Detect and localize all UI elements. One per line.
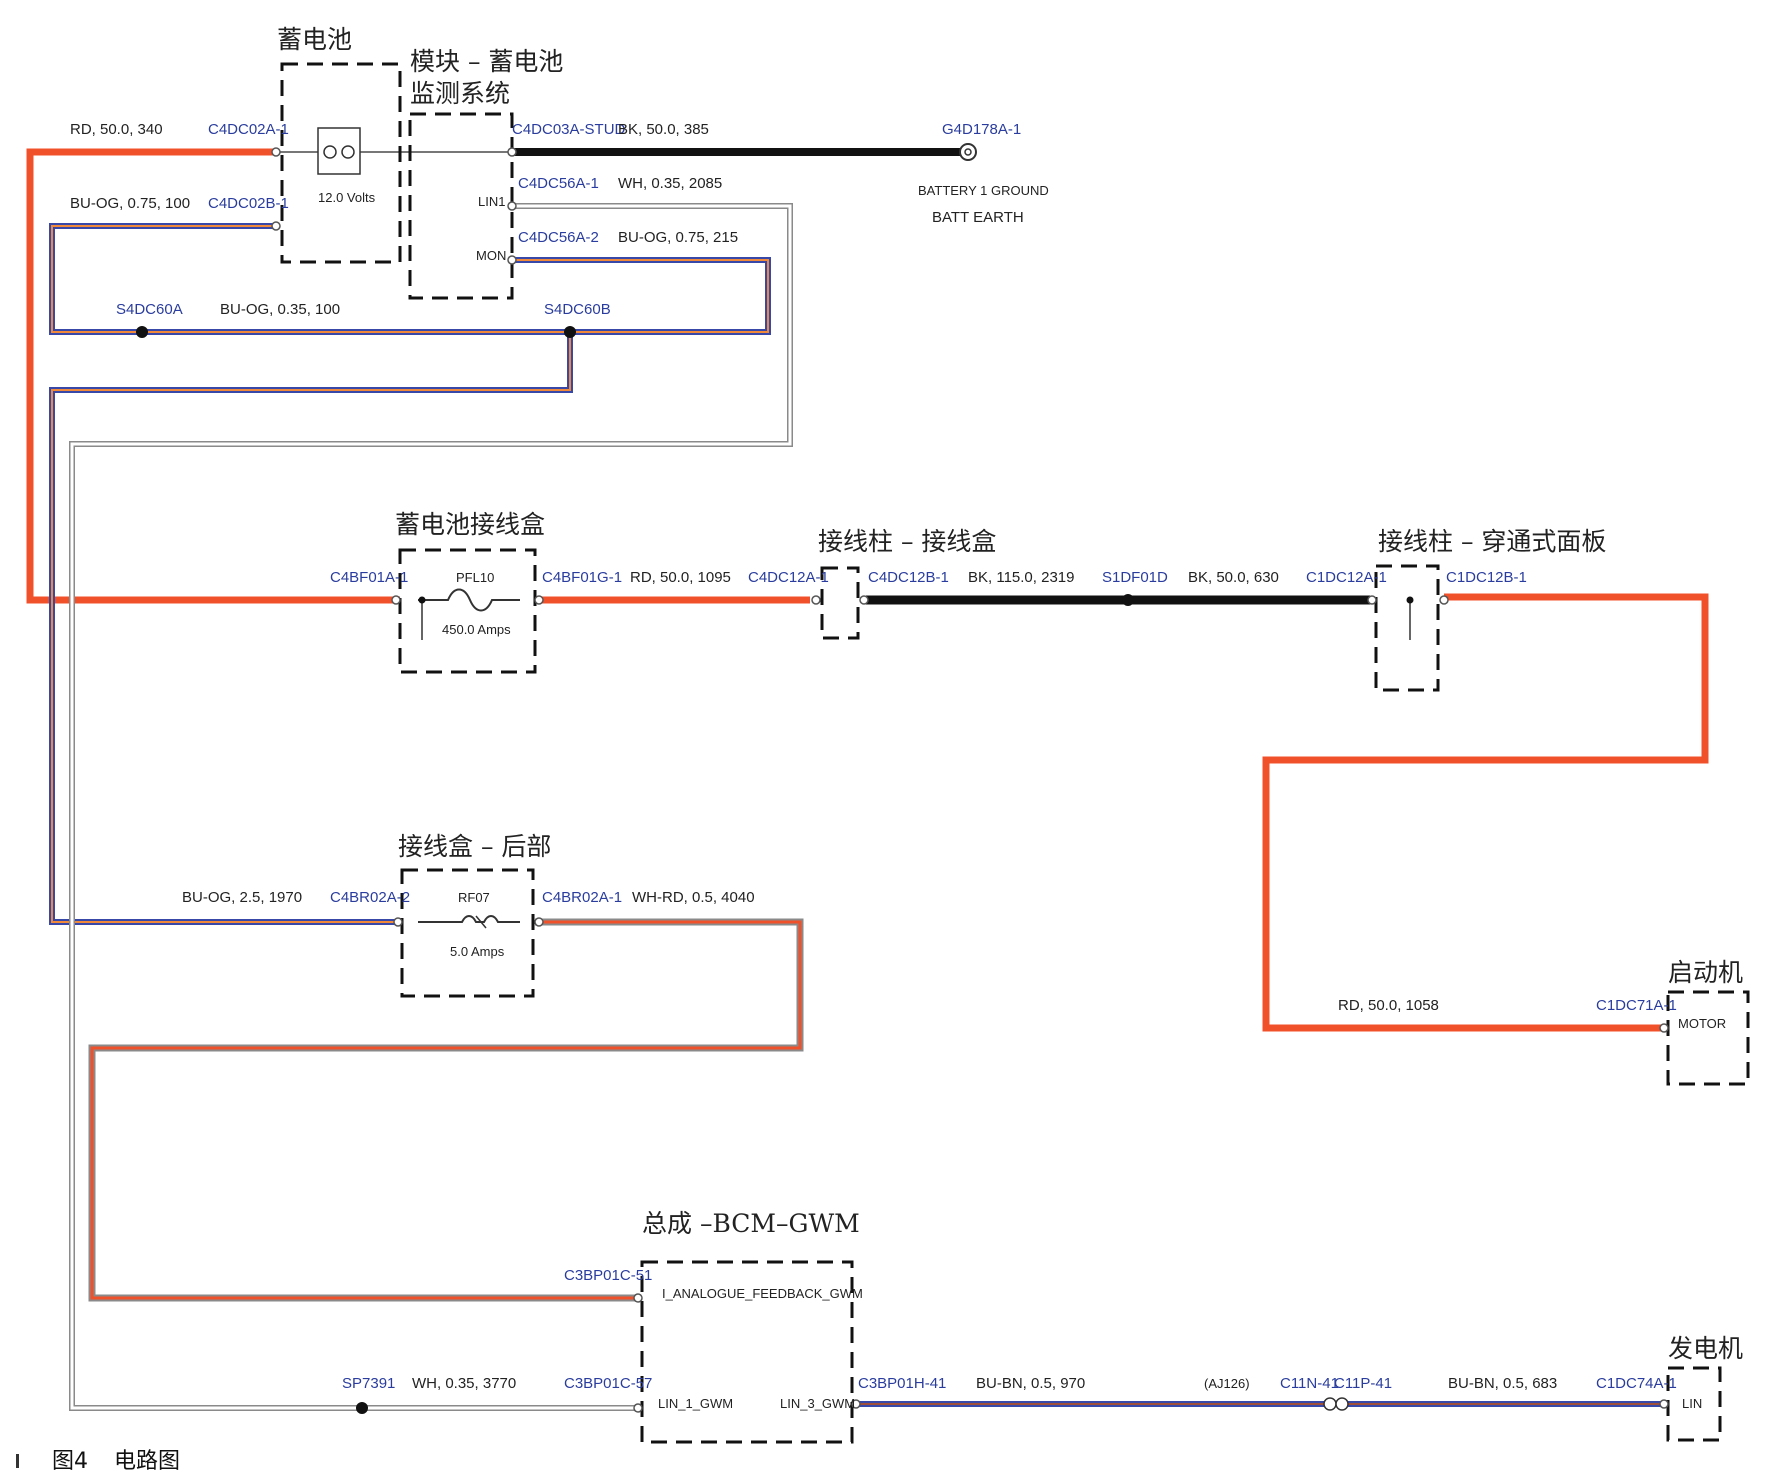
connector-label: S4DC60B xyxy=(544,301,611,318)
battery-junction-box-title: 蓄电池接线盒 xyxy=(395,510,545,539)
connector-label: C1DC74A-1 xyxy=(1596,1375,1677,1392)
wire-label: WH-RD, 0.5, 4040 xyxy=(632,889,755,906)
connector-label: (AJ126) xyxy=(1204,1376,1250,1391)
ground-label-1: BATTERY 1 GROUND xyxy=(918,183,1049,198)
rear-junction-box-title: 接线盒 – 后部 xyxy=(398,832,551,861)
splice-sp7391 xyxy=(356,1402,368,1414)
wire-whrd-4040 xyxy=(88,918,804,1302)
connector-label: C3BP01C-51 xyxy=(564,1267,652,1284)
ground-symbol-icon xyxy=(959,143,977,161)
starter-title: 启动机 xyxy=(1668,958,1743,987)
pin-lin1: LIN1 xyxy=(478,194,505,209)
junction-post-panel xyxy=(1374,564,1440,692)
fuse-pfl10-rating: 450.0 Amps xyxy=(442,622,511,637)
connector-label: C11P-41 xyxy=(1334,1375,1392,1392)
wire-label: WH, 0.35, 2085 xyxy=(618,175,722,192)
battery-voltage: 12.0 Volts xyxy=(318,190,376,205)
connector-label: C4DC12B-1 xyxy=(868,569,949,586)
wire-rd-340 xyxy=(26,148,400,604)
splice-s4dc60b xyxy=(564,326,576,338)
bcm-gwm-component xyxy=(640,1260,854,1444)
fuse-rf07-rating: 5.0 Amps xyxy=(450,944,505,959)
figure-number: 图4 xyxy=(52,1449,88,1474)
wire-label: BU-OG, 2.5, 1970 xyxy=(182,889,302,906)
connector-label: C4BR02A-2 xyxy=(330,889,410,906)
pin-analogue-feedback: I_ANALOGUE_FEEDBACK_GWM xyxy=(662,1286,863,1301)
wire-label: BK, 50.0, 385 xyxy=(618,121,709,138)
splice-s1df01d xyxy=(1122,594,1134,606)
connector-label: C4DC12A-1 xyxy=(748,569,829,586)
connector-label: G4D178A-1 xyxy=(942,121,1021,138)
wire-label: BK, 115.0, 2319 xyxy=(968,569,1074,586)
connector-label: C4DC56A-1 xyxy=(518,175,599,192)
wire-buog-1970 xyxy=(49,332,573,925)
generator-title: 发电机 xyxy=(1668,1334,1743,1363)
connector-label: C4BR02A-1 xyxy=(542,889,622,906)
junction-post-box-title: 接线柱 – 接线盒 xyxy=(818,527,996,556)
bms-title-line1: 模块 – 蓄电池 xyxy=(410,47,563,76)
pin-lin3-gwm: LIN_3_GWM xyxy=(780,1396,855,1411)
wire-label: BU-OG, 0.35, 100 xyxy=(220,301,340,318)
connector-label: C4DC03A-STUD xyxy=(512,121,626,138)
bcm-gwm-title: 总成 –BCM–GWM xyxy=(642,1209,860,1238)
wire-label: RD, 50.0, 1058 xyxy=(1338,997,1439,1014)
connector-label: S4DC60A xyxy=(116,301,183,318)
connector-label: C4DC02A-1 xyxy=(208,121,289,138)
wire-buog-100 xyxy=(49,223,771,335)
connector-label: C4BF01G-1 xyxy=(542,569,622,586)
generator-pin-lin: LIN xyxy=(1682,1396,1702,1411)
wire-label: BU-BN, 0.5, 683 xyxy=(1448,1375,1557,1392)
inline-connector-c11 xyxy=(1323,1397,1349,1411)
wire-label: WH, 0.35, 3770 xyxy=(412,1375,516,1392)
wire-rd-1058 xyxy=(1262,593,1709,1032)
bms-module xyxy=(408,112,514,300)
fuse-rf07: RF07 xyxy=(458,890,490,905)
junction-post-box xyxy=(820,566,860,640)
starter-motor-label: MOTOR xyxy=(1678,1016,1726,1031)
connector-label: C4DC02B-1 xyxy=(208,195,289,212)
connector-label: C1DC71A-1 xyxy=(1596,997,1677,1014)
connector-label: C3BP01H-41 xyxy=(858,1375,946,1392)
wire-label: BU-OG, 0.75, 100 xyxy=(70,195,190,212)
connector-label: C3BP01C-57 xyxy=(564,1375,652,1392)
pin-lin1-gwm: LIN_1_GWM xyxy=(658,1396,733,1411)
wire-label: BU-BN, 0.5, 970 xyxy=(976,1375,1085,1392)
rear-junction-box xyxy=(400,868,535,998)
battery-component xyxy=(280,62,402,264)
wire-wh-3770 xyxy=(69,203,793,1411)
connector-label: S1DF01D xyxy=(1102,569,1168,586)
junction-post-panel-title: 接线柱 – 穿通式面板 xyxy=(1378,527,1606,556)
fuse-pfl10: PFL10 xyxy=(456,570,494,585)
connector-label: C4DC56A-2 xyxy=(518,229,599,246)
ground-label-2: BATT EARTH xyxy=(932,209,1024,226)
pin-circles xyxy=(271,147,1669,1413)
figure-title: 电路图 xyxy=(114,1449,180,1474)
wire-label: RD, 50.0, 340 xyxy=(70,121,163,138)
wire-label: BU-OG, 0.75, 215 xyxy=(618,229,738,246)
caption-marker xyxy=(16,1454,19,1468)
battery-title: 蓄电池 xyxy=(277,25,352,54)
connector-label: SP7391 xyxy=(342,1375,395,1392)
pin-mon: MON xyxy=(476,248,506,263)
connector-label: C4BF01A-1 xyxy=(330,569,408,586)
connector-label: C11N-41 xyxy=(1280,1375,1339,1392)
connector-label: C1DC12B-1 xyxy=(1446,569,1527,586)
splice-s4dc60a xyxy=(136,326,148,338)
battery-junction-box xyxy=(398,548,537,674)
wire-label: RD, 50.0, 1095 xyxy=(630,569,731,586)
bms-title-line2: 监测系统 xyxy=(410,79,510,108)
connector-label: C1DC12A-1 xyxy=(1306,569,1387,586)
starter-component xyxy=(1666,990,1750,1086)
wire-label: BK, 50.0, 630 xyxy=(1188,569,1279,586)
